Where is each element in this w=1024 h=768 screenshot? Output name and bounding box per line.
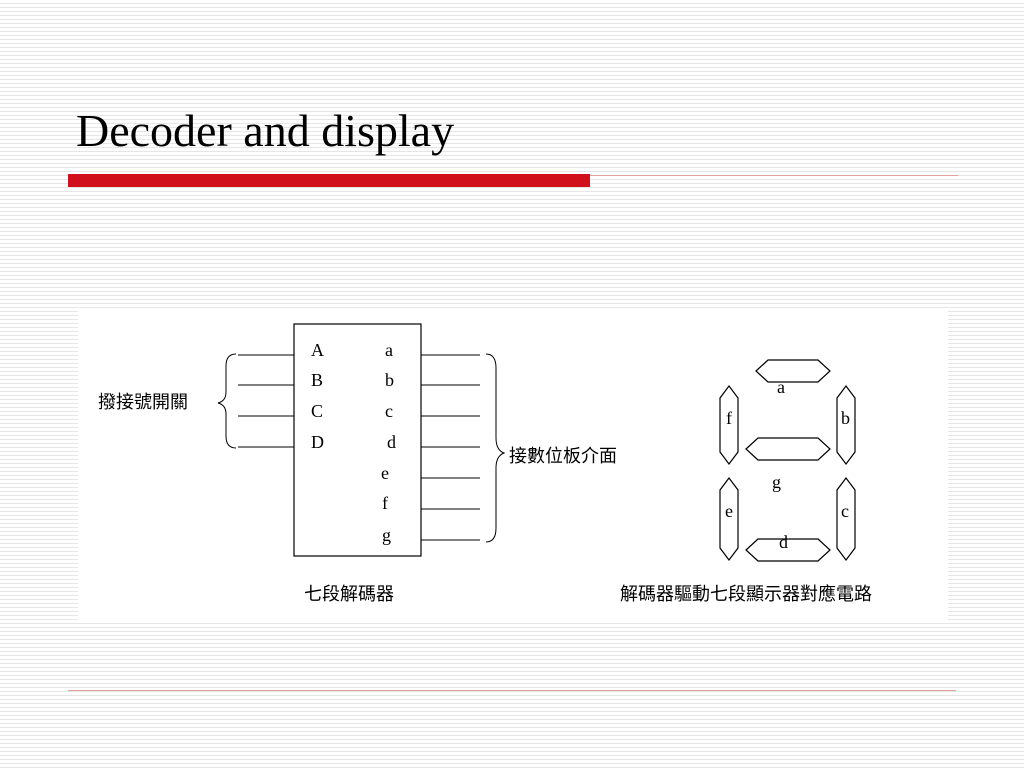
output-lines — [421, 354, 480, 541]
output-pin-e: e — [381, 463, 389, 483]
output-pin-g: g — [382, 525, 391, 545]
input-pin-a: A — [311, 340, 324, 360]
output-pin-c: c — [385, 401, 393, 421]
figure-panel: A B C D a b c d e f g 撥接號開關 接數位板介面 七段解碼器… — [78, 310, 948, 622]
title-underline — [590, 175, 958, 176]
input-pin-c: C — [311, 401, 323, 421]
dip-switch-label: 撥接號開關 — [98, 392, 188, 413]
output-pin-d: d — [387, 432, 396, 452]
segment-b — [836, 385, 856, 465]
segment-c — [836, 477, 856, 561]
segment-d-label: d — [779, 532, 788, 552]
segment-a — [755, 359, 831, 383]
segment-e-label: e — [725, 501, 733, 521]
slide-title: Decoder and display — [76, 105, 455, 156]
output-pin-b: b — [385, 370, 394, 390]
footer-rule — [68, 690, 956, 691]
input-pin-d: D — [311, 432, 324, 452]
decoder-caption: 七段解碼器 — [304, 584, 394, 605]
digital-board-label: 接數位板介面 — [509, 446, 617, 467]
input-pin-b: B — [311, 370, 323, 390]
output-pin-a: a — [385, 340, 393, 360]
segment-c-label: c — [841, 501, 849, 521]
decoder-box — [293, 323, 422, 557]
segment-d — [745, 538, 831, 562]
segment-g-label: g — [772, 472, 781, 492]
segment-g — [745, 437, 831, 461]
output-pin-f: f — [382, 493, 388, 513]
decoder-figure: A B C D a b c d e f g 撥接號開關 接數位板介面 七段解碼器… — [98, 323, 872, 605]
input-brace — [217, 353, 237, 449]
segment-f-label: f — [726, 408, 732, 428]
display-caption: 解碼器驅動七段顯示器對應電路 — [620, 583, 872, 605]
segment-b-label: b — [841, 408, 850, 428]
segment-e — [719, 477, 739, 561]
output-brace — [485, 353, 506, 543]
input-lines — [238, 354, 294, 448]
seven-segment-display — [719, 359, 856, 562]
segment-a-label: a — [777, 377, 785, 397]
segment-f — [719, 385, 739, 465]
title-accent-bar — [68, 174, 590, 187]
